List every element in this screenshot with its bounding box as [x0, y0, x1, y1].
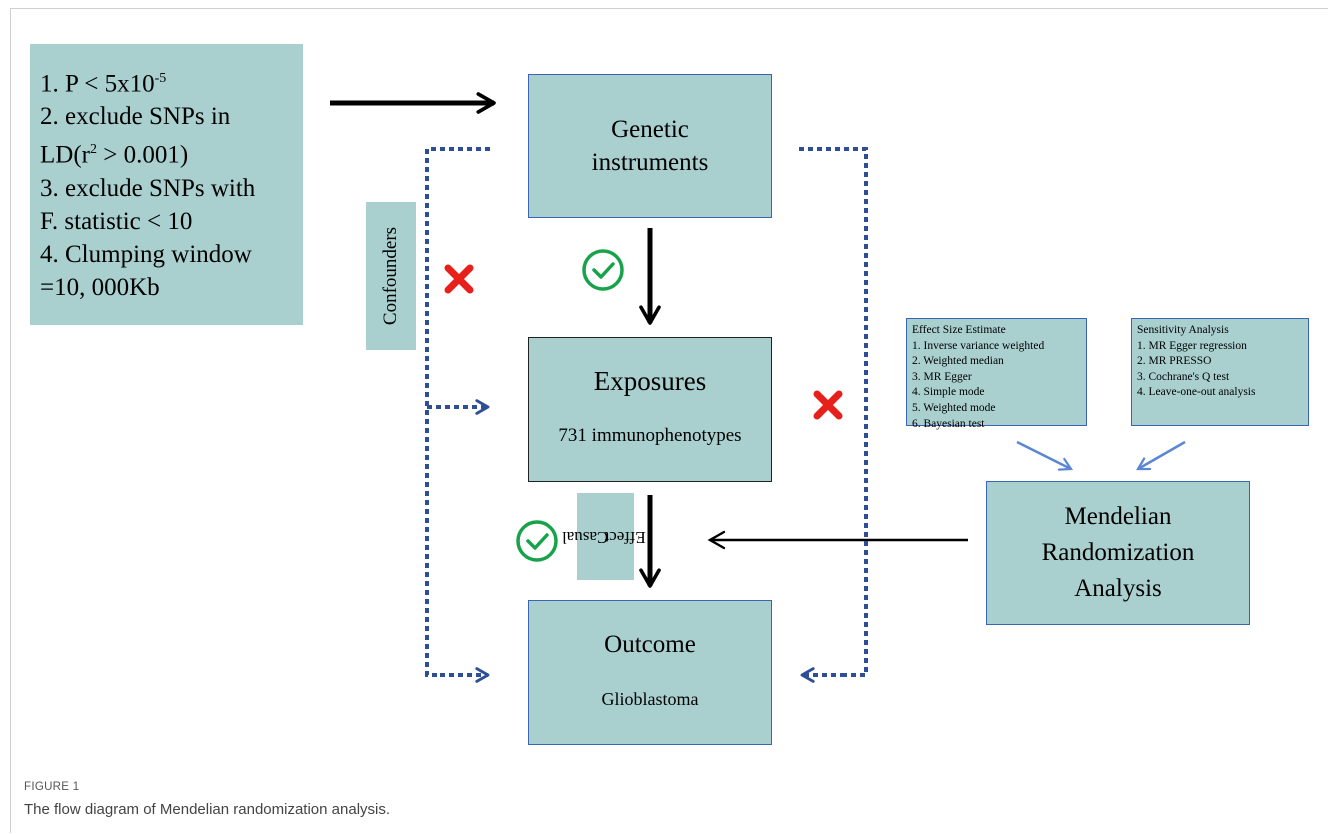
effect-size-item: 1. Inverse variance weighted — [912, 339, 1045, 352]
outcome-subtitle: Glioblastoma — [601, 689, 699, 709]
effect-size-item: 6. Bayesian test — [912, 417, 985, 430]
figure-label: FIGURE 1 — [24, 781, 80, 793]
outcome-box: Outcome Glioblastoma — [528, 600, 772, 745]
criteria-line-5: F. statistic < 10 — [40, 207, 193, 235]
genetic-instruments-box: Genetic instruments — [528, 74, 772, 218]
effect-to-mr-arrow — [1016, 440, 1074, 471]
check-icon-top — [582, 249, 624, 291]
confounders-label: Confounders — [366, 202, 416, 350]
cross-icon-right — [813, 390, 843, 420]
criteria-line-4: 3. exclude SNPs with — [40, 174, 256, 202]
sens-to-mr-arrow — [1136, 440, 1186, 471]
sensitivity-title: Sensitivity Analysis — [1137, 324, 1229, 336]
figure-frame — [10, 8, 1328, 833]
exposures-title: Exposures — [593, 366, 707, 396]
sensitivity-analysis-box: Sensitivity Analysis 1. MR Egger regress… — [1131, 318, 1309, 426]
mr-label-line-2: Randomization — [1041, 539, 1195, 566]
criteria-line-3: LD(r2 > 0.001) — [40, 141, 189, 169]
effect-size-item: 5. Weighted mode — [912, 401, 996, 414]
sensitivity-item: 3. Cochrane's Q test — [1137, 370, 1230, 383]
effect-size-title: Effect Size Estimate — [912, 324, 1006, 336]
cross-icon-left — [444, 264, 474, 294]
criteria-line-6: 4. Clumping window — [40, 240, 252, 268]
check-icon-bottom — [516, 520, 558, 562]
mr-label-line-3: Analysis — [1074, 575, 1162, 602]
exposures-subtitle: 731 immunophenotypes — [558, 425, 742, 446]
criteria-line-7: =10, 000Kb — [40, 273, 160, 301]
outcome-title: Outcome — [604, 631, 696, 658]
sensitivity-item: 2. MR PRESSO — [1137, 355, 1212, 368]
effect-size-item: 4. Simple mode — [912, 386, 985, 399]
mendelian-randomization-box: Mendelian Randomization Analysis — [986, 481, 1250, 625]
selection-criteria-box: 1. P < 5x10-5 2. exclude SNPs in LD(r2 >… — [30, 44, 303, 325]
sensitivity-item: 4. Leave-one-out analysis — [1137, 386, 1256, 399]
effect-size-item: 3. MR Egger — [912, 370, 972, 383]
genetic-label-line-1: Genetic — [611, 116, 689, 143]
mr-label-line-1: Mendelian — [1064, 503, 1172, 530]
right-confounder-path — [799, 147, 868, 677]
criteria-line-1: 1. P < 5x10-5 — [40, 70, 167, 98]
effect-size-estimate-box: Effect Size Estimate 1. Inverse variance… — [906, 318, 1087, 430]
effect-size-item: 2. Weighted median — [912, 355, 1004, 368]
criteria-line-2: 2. exclude SNPs in — [40, 103, 231, 131]
figure-caption: The flow diagram of Mendelian randomizat… — [24, 801, 391, 818]
left-confounder-path — [425, 147, 490, 677]
genetic-label-line-2: instruments — [591, 149, 709, 176]
exposures-box: Exposures 731 immunophenotypes — [528, 337, 772, 482]
sensitivity-item: 1. MR Egger regression — [1137, 339, 1247, 352]
